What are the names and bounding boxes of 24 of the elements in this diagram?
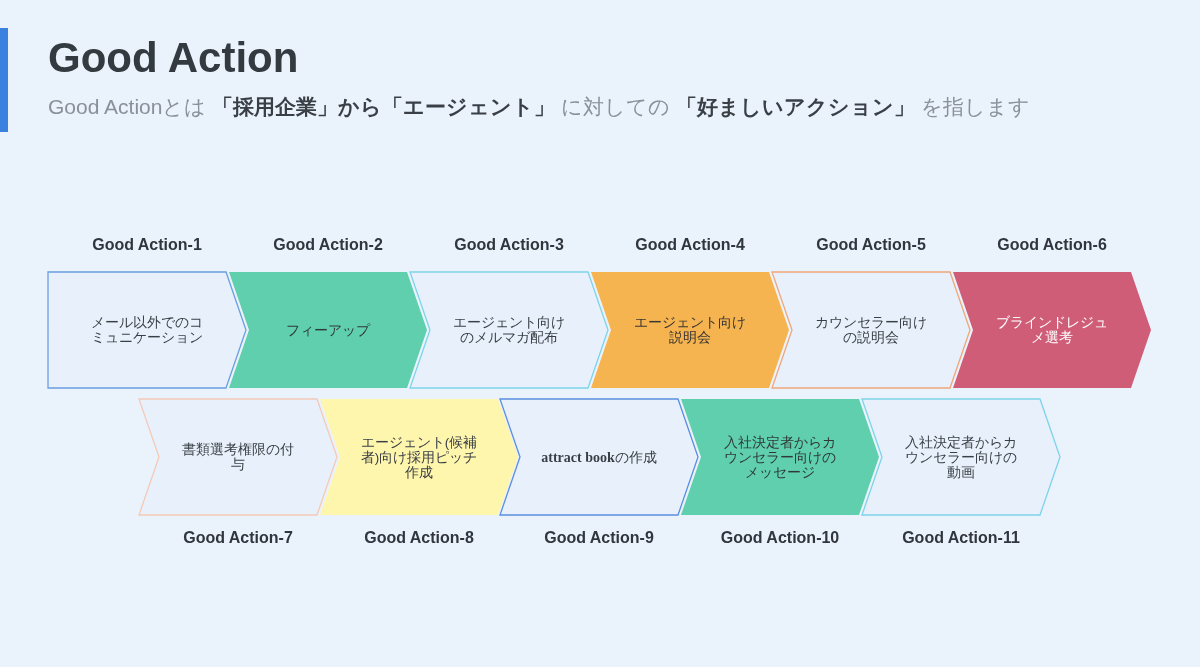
step-text: フィーアップ — [285, 321, 372, 340]
step-heading: Good Action-10 — [719, 529, 841, 547]
step-heading: Good Action-1 — [91, 236, 203, 254]
step-text: 入社決定者からカウンセラー向けのメッセージ — [723, 433, 837, 482]
step-text: 書類選考権限の付与 — [181, 441, 295, 474]
step-heading: Good Action-6 — [996, 236, 1108, 254]
step-heading: Good Action-3 — [453, 236, 565, 254]
step-text: ブラインドレジュメ選考 — [995, 314, 1109, 347]
step-heading: Good Action-2 — [272, 236, 384, 254]
step-text: エージェント向けのメルマガ配布 — [452, 314, 566, 347]
step-heading: Good Action-9 — [543, 529, 655, 547]
step-text: エージェント向け説明会 — [633, 314, 747, 347]
step-text: 入社決定者からカウンセラー向けの動画 — [904, 433, 1018, 482]
step-heading: Good Action-7 — [182, 529, 294, 547]
step-heading: Good Action-5 — [815, 236, 927, 254]
subtitle: Good Actionとは 「採用企業」から「エージェント」 に対しての 「好ましいアクション」 を指します — [48, 94, 1030, 120]
step-heading: Good Action-11 — [901, 529, 1021, 547]
step-text: メール以外でのコミュニケーション — [90, 314, 204, 347]
step-text: カウンセラー向けの説明会 — [814, 314, 928, 347]
step-text: エージェント(候補者)向け採用ピッチ作成 — [359, 433, 479, 482]
title: Good Action — [48, 34, 299, 82]
step-text: attract bookの作成 — [540, 448, 658, 467]
step-heading: Good Action-8 — [363, 529, 475, 547]
step-heading: Good Action-4 — [634, 236, 746, 254]
